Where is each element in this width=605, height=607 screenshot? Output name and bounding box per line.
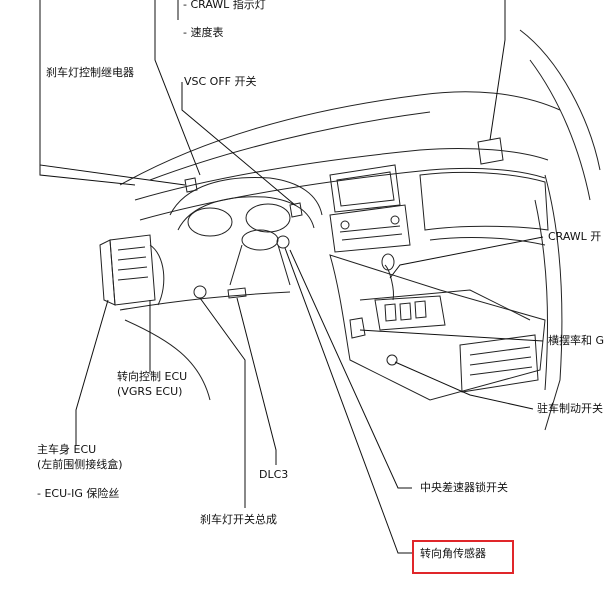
lower-dash-left <box>119 291 291 311</box>
steering-column <box>229 244 291 286</box>
door-line <box>544 174 563 431</box>
console-top-edge <box>359 289 531 321</box>
switch-panel <box>374 295 446 331</box>
label-steering-angle-sensor: 转向角传感器 <box>420 547 486 560</box>
leader-yaw-rate <box>359 329 544 342</box>
label-junction-block: (左前围侧接线盒) <box>37 458 123 471</box>
vsc-off-part <box>289 202 303 218</box>
label-dlc3: DLC3 <box>259 468 289 481</box>
knob-1 <box>340 220 350 230</box>
cluster-hood <box>169 177 323 216</box>
gauge-right <box>245 203 291 233</box>
cowl-inner-line <box>149 111 431 181</box>
brake-relay-part <box>184 177 198 193</box>
leader-parking-brake <box>394 361 534 410</box>
leader-vsc-off <box>181 82 296 206</box>
leader-stop-lamp <box>199 297 246 508</box>
knob-2 <box>390 215 400 225</box>
label-steering-ecu: 转向控制 ECU <box>117 370 188 383</box>
cowl-line <box>119 91 561 186</box>
center-display <box>329 164 401 213</box>
label-stop-lamp-switch: 刹车灯开关总成 <box>200 513 277 526</box>
label-speedometer: - 速度表 <box>183 26 224 39</box>
label-center-diff-lock: 中央差速器锁开关 <box>420 481 508 494</box>
leader-crawl-switch <box>389 236 544 279</box>
switch-buttons <box>384 300 427 322</box>
label-crawl-indicator: - CRAWL 指示灯 <box>183 0 266 11</box>
leader-speedometer <box>154 0 201 176</box>
label-vgrs-ecu: (VGRS ECU) <box>117 385 183 398</box>
ecu-fins <box>117 246 149 281</box>
leader-center-diff <box>289 249 412 489</box>
steering-hub <box>241 229 279 251</box>
leader-top-left <box>39 0 136 186</box>
center-console <box>329 254 546 401</box>
steering-angle-sensor-part <box>276 235 290 249</box>
leader-steering-angle <box>284 247 412 554</box>
shift-knob <box>381 253 395 271</box>
ecu-side <box>99 239 116 306</box>
leader-brake-relay <box>39 70 186 186</box>
highlight-box <box>412 540 514 574</box>
lower-dash-right <box>429 237 546 246</box>
door-inner-line <box>534 199 548 391</box>
leader-lines <box>39 0 544 554</box>
button-rows <box>339 225 403 241</box>
rear-console-vent <box>459 334 539 393</box>
glovebox <box>419 171 549 231</box>
crawl-switch-part <box>477 137 504 165</box>
leader-dlc3 <box>236 297 277 465</box>
label-main-body-ecu: 主车身 ECU <box>37 443 97 456</box>
label-parking-brake: 驻车制动开关 <box>537 402 603 415</box>
kick-panel <box>124 319 211 401</box>
parking-brake-switch-part <box>386 354 398 366</box>
stop-lamp-switch-part <box>193 285 207 299</box>
gauge-left <box>187 207 233 237</box>
cluster-face <box>177 196 315 231</box>
label-brake-relay: 刹车灯控制继电器 <box>46 66 134 79</box>
a-pillar-line <box>519 29 601 171</box>
label-yaw-rate: 横摆率和 G <box>548 334 605 347</box>
vent-fins <box>469 346 533 376</box>
a-pillar-inner-line <box>529 59 591 201</box>
shift-lever <box>384 264 394 301</box>
body-ecu-part <box>109 234 156 306</box>
vgrs-ecu-part <box>149 244 165 306</box>
leader-top-right <box>489 0 506 141</box>
yaw-sensor-part <box>349 317 366 339</box>
label-ecu-ig-fuse: - ECU-IG 保险丝 <box>37 487 120 500</box>
dlc3-part <box>227 287 247 299</box>
dash-top <box>134 147 549 201</box>
center-controls <box>329 204 411 253</box>
dash-top-2 <box>139 167 546 221</box>
center-display-screen <box>336 171 395 207</box>
label-vsc-off: VSC OFF 开关 <box>184 75 257 88</box>
leader-body-ecu <box>75 299 109 445</box>
label-crawl-switch: CRAWL 开 <box>548 230 602 243</box>
